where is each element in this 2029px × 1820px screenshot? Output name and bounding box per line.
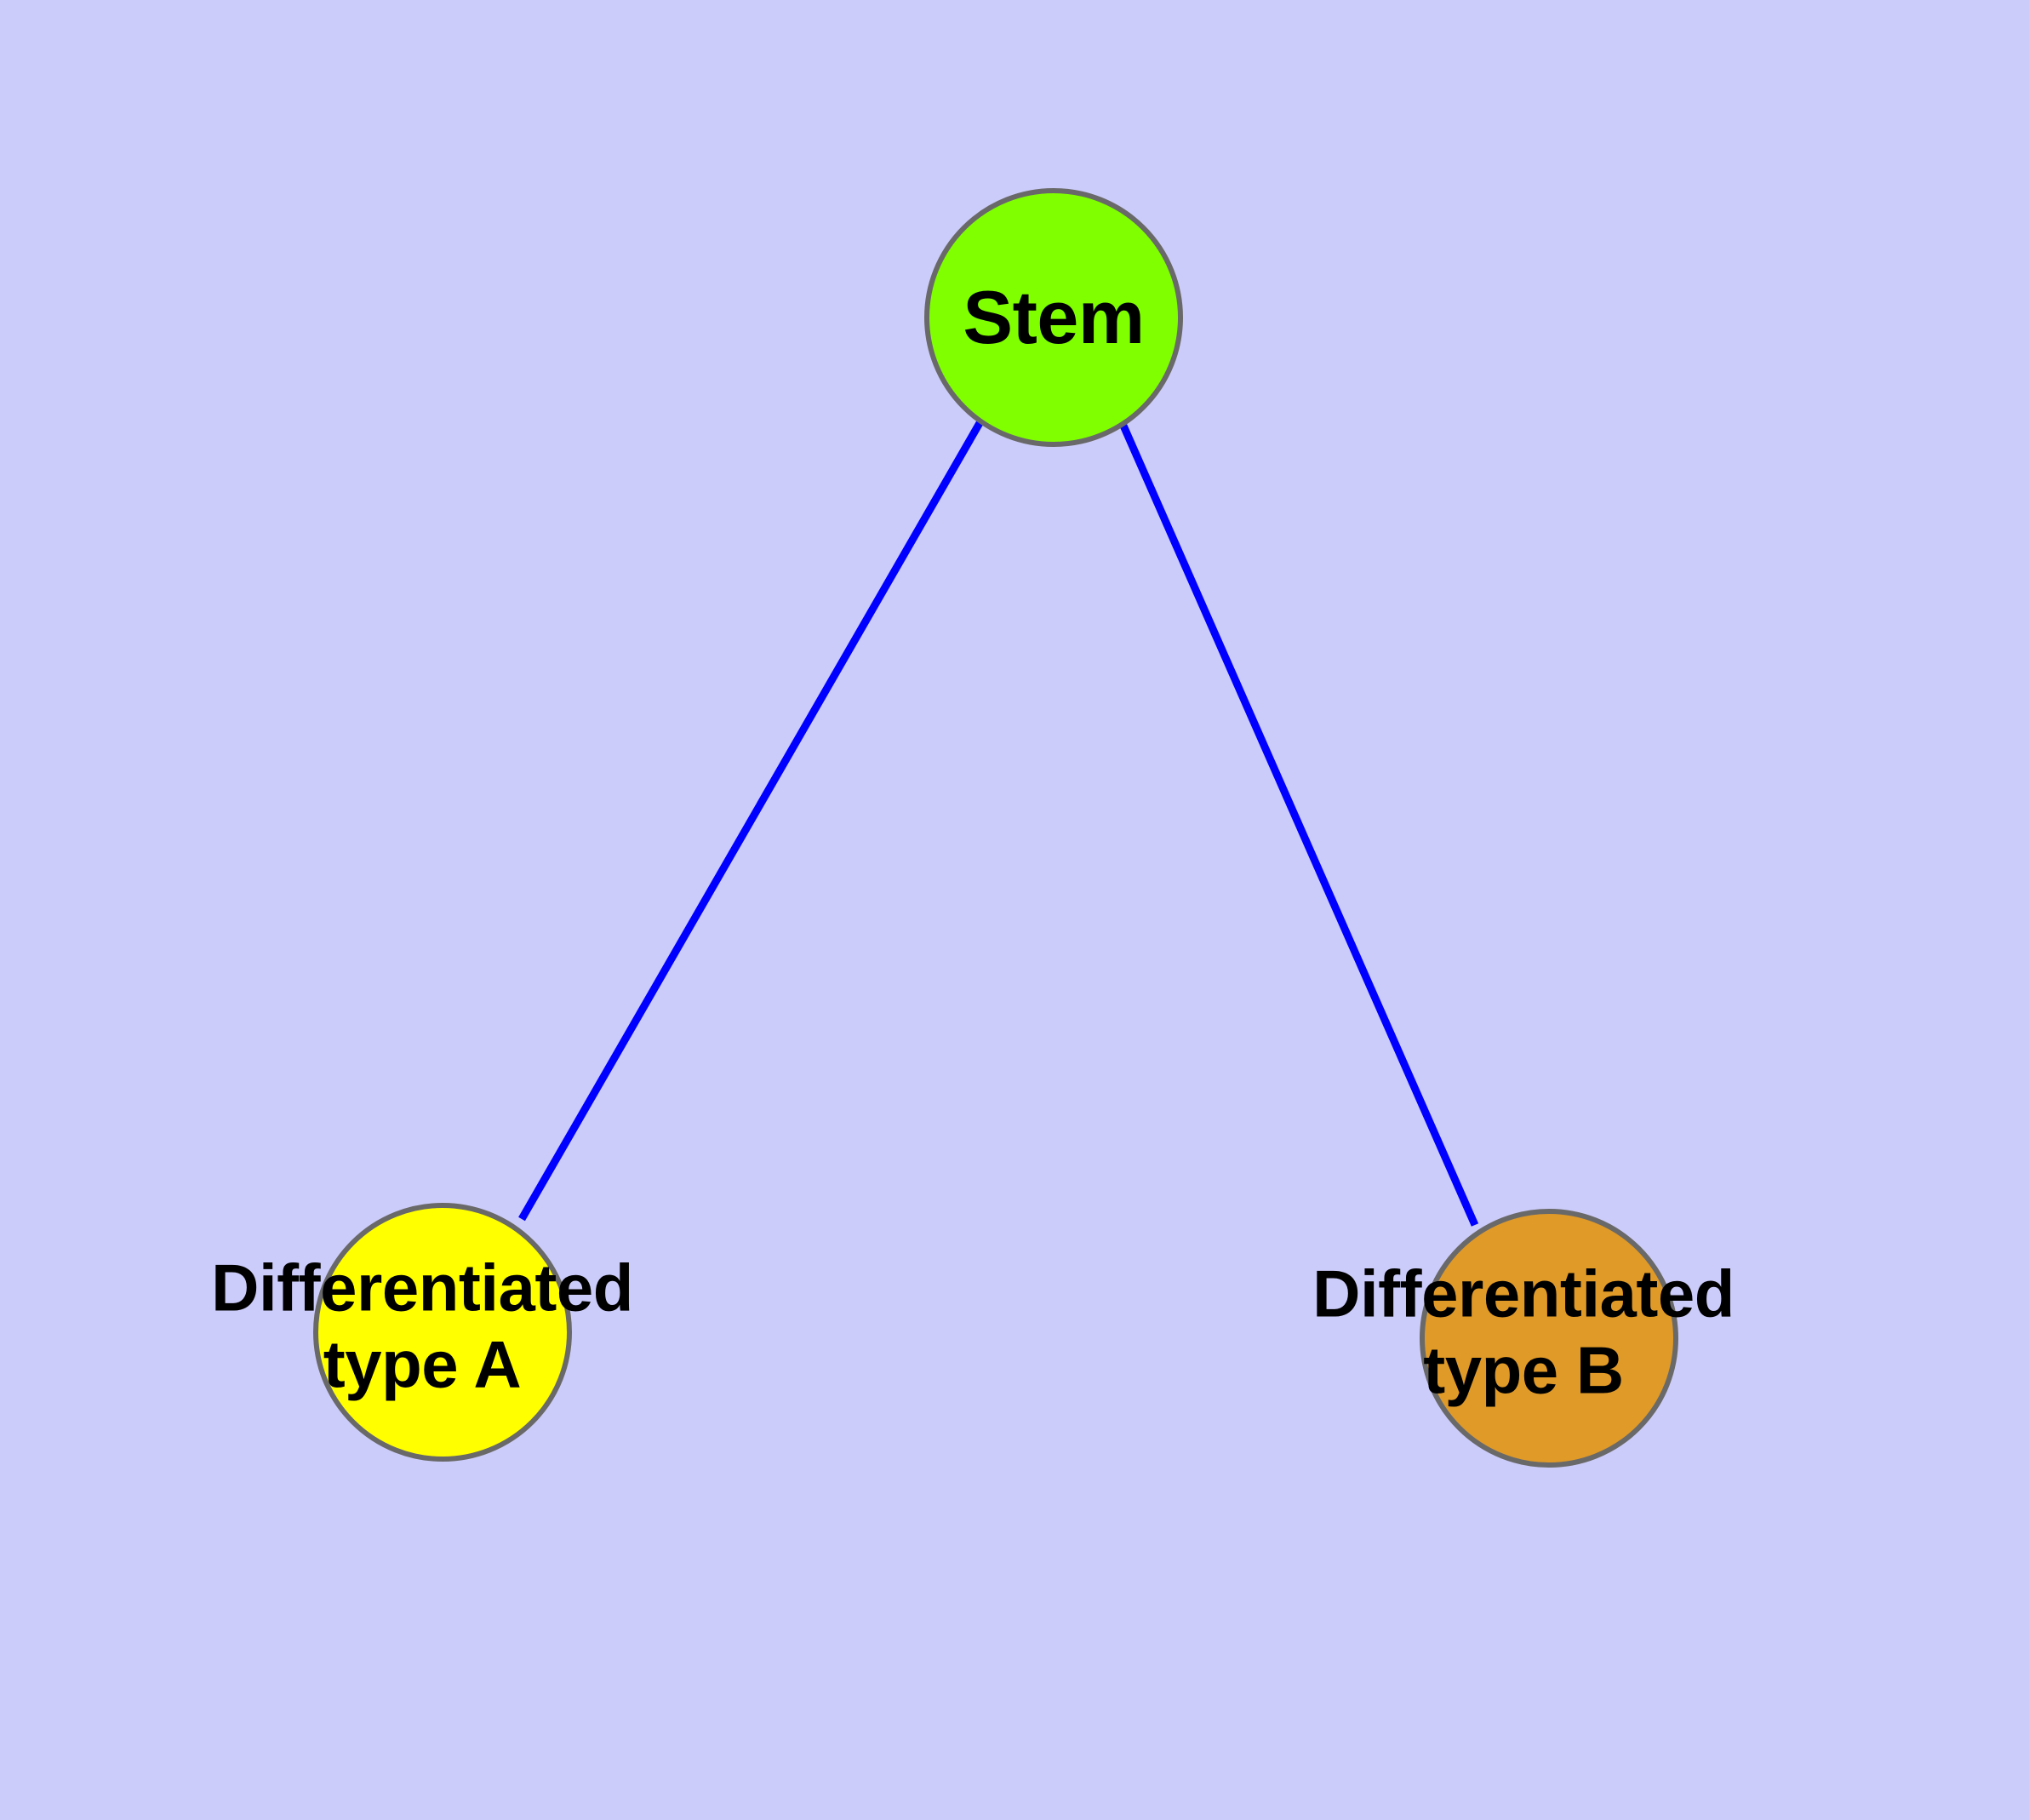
edge-stem-to-diff-a [518, 421, 983, 1222]
node-differentiated-type-a[interactable] [313, 1203, 572, 1462]
node-differentiated-type-b[interactable] [1420, 1209, 1678, 1468]
edge-stem-to-diff-b [1119, 424, 1479, 1227]
node-label-stem: Stem [963, 274, 1145, 359]
node-label-differentiated-type-a: Differentiated type A [211, 1250, 633, 1402]
node-stem[interactable] [924, 188, 1183, 447]
node-label-differentiated-type-b: Differentiated type B [1312, 1256, 1735, 1408]
